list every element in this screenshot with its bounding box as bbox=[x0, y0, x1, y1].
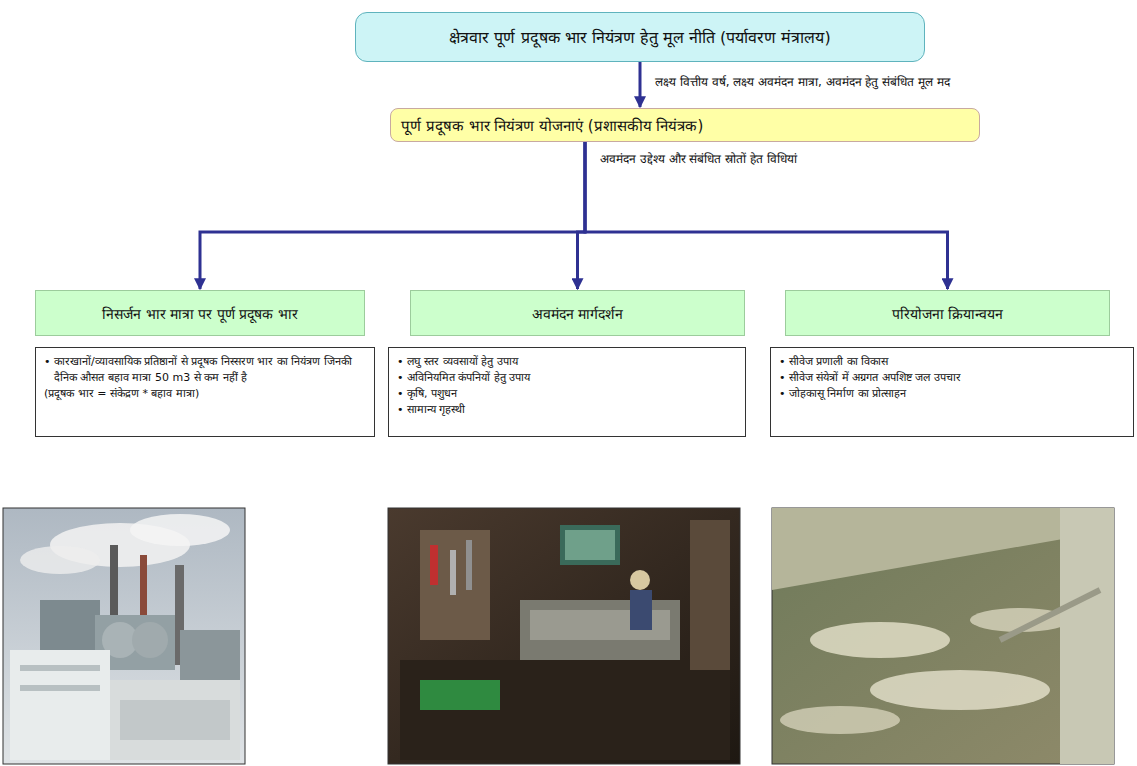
flow-arrow bbox=[585, 142, 948, 289]
box-label: अवमंदन मार्गदर्शन bbox=[532, 304, 623, 323]
bullet-text: • अविनियमित कंपनियों हेतु उपाय bbox=[397, 370, 737, 386]
arrow-label: लक्ष्य वित्तीय वर्ष, लक्ष्य अवमंदन मात्र… bbox=[652, 73, 953, 90]
bullet-text: • सामान्य गृहस्थी bbox=[397, 402, 737, 418]
policy-box: क्षेत्रवार पूर्ण प्रदूषक भार नियंत्रण हे… bbox=[355, 12, 925, 62]
bullet-list-box: • कारखानों/व्यावसायिक प्रतिष्ठानों से प्… bbox=[35, 347, 375, 437]
flow-arrow bbox=[200, 142, 585, 289]
flow-arrow bbox=[639, 62, 642, 107]
bullet-text: • सीवेज प्रणाली का विकास bbox=[779, 354, 1125, 370]
tank-photo bbox=[772, 508, 1114, 764]
arrow-label: अवमंदन उद्देश्य और संबंधित स्रोतों हेत व… bbox=[597, 150, 800, 167]
factory-photo bbox=[3, 508, 245, 764]
category-box: निसर्जन भार मात्रा पर पूर्ण प्रदूषक भार bbox=[35, 290, 365, 336]
bullet-text: • सीवेज संयेत्रों में अग्रगत अपशिष्ट जल … bbox=[779, 370, 1125, 386]
box-label: पूर्ण प्रदूषक भार नियंत्रण योजनाएं (प्रश… bbox=[401, 115, 703, 135]
bullet-text: (प्रदूषक भार = संकेद्रण * बहाव मात्रा) bbox=[44, 386, 366, 402]
bullet-list-box: • लघु स्तर व्यवसायों हेतु उपाय• अविनियमि… bbox=[388, 347, 746, 437]
bullet-text: • जोहकासू निर्माण का प्रोत्साहन bbox=[779, 386, 1125, 402]
bullet-text: • लघु स्तर व्यवसायों हेतु उपाय bbox=[397, 354, 737, 370]
category-box: अवमंदन मार्गदर्शन bbox=[410, 290, 745, 336]
bullet-text: • कारखानों/व्यावसायिक प्रतिष्ठानों से प्… bbox=[44, 354, 366, 386]
box-label: परियोजना क्रियान्वयन bbox=[892, 304, 1003, 323]
category-box: परियोजना क्रियान्वयन bbox=[785, 290, 1110, 336]
bullet-text: • कृषि, पशुधन bbox=[397, 386, 737, 402]
bullet-list-box: • सीवेज प्रणाली का विकास• सीवेज संयेत्रो… bbox=[770, 347, 1134, 437]
box-label: क्षेत्रवार पूर्ण प्रदूषक भार नियंत्रण हे… bbox=[449, 26, 830, 48]
plan-box: पूर्ण प्रदूषक भार नियंत्रण योजनाएं (प्रश… bbox=[390, 108, 980, 142]
box-label: निसर्जन भार मात्रा पर पूर्ण प्रदूषक भार bbox=[102, 304, 298, 323]
workshop-photo bbox=[388, 508, 740, 764]
